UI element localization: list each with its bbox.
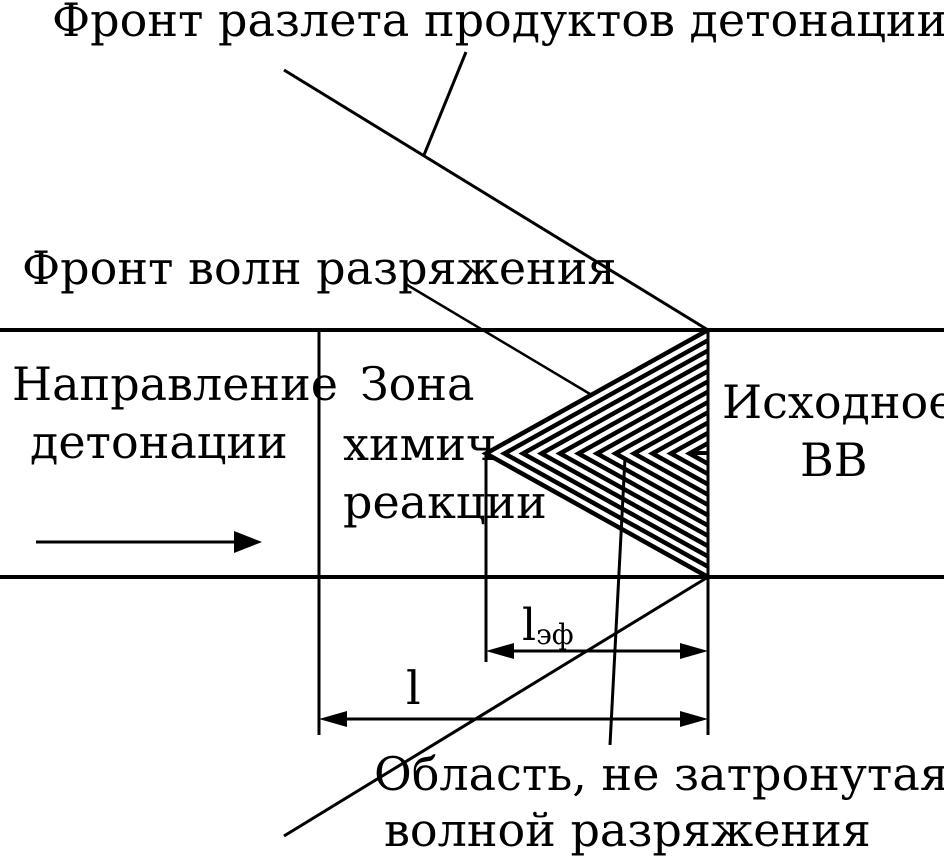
direction-label-line1: Направление bbox=[12, 357, 338, 411]
untouched-region-label-line2: волной разряжения bbox=[384, 803, 871, 857]
hatch-chevron bbox=[481, 328, 710, 579]
rarefaction-region-hatching bbox=[481, 328, 710, 579]
reaction-zone-label-line1: Зона bbox=[360, 357, 474, 411]
hatch-chevron bbox=[647, 420, 710, 487]
untouched-region-label-line1: Область, не затронутая bbox=[374, 747, 944, 801]
l-total-arrow-left bbox=[319, 711, 347, 727]
reaction-zone-label-line3: реакции bbox=[343, 475, 547, 529]
hatch-chevron bbox=[555, 369, 710, 538]
hatch-chevron bbox=[629, 410, 710, 497]
hatch-chevron bbox=[536, 358, 710, 549]
l-eff-label: lэф bbox=[522, 600, 574, 651]
direction-label-line2: детонации bbox=[30, 415, 288, 469]
untouched-region-leader bbox=[608, 457, 627, 746]
hatch-chevron bbox=[592, 389, 710, 518]
products-front-lower bbox=[283, 575, 709, 838]
rarefaction-front-leader bbox=[403, 281, 591, 396]
initial-explosive-label-line1: Исходное bbox=[722, 375, 944, 429]
hatch-chevron bbox=[499, 338, 710, 569]
products-front-leader bbox=[422, 51, 468, 156]
rarefaction-front-label: Фронт волн разряжения bbox=[22, 241, 616, 295]
hatch-chevron bbox=[666, 430, 710, 477]
l-eff-label-subscript: эф bbox=[536, 618, 574, 651]
products-front-upper bbox=[283, 68, 709, 332]
products-front-label: Фронт разлета продуктов детонации bbox=[52, 0, 944, 47]
l-eff-arrow-right bbox=[680, 643, 708, 659]
reaction-zone-label-line2: химич bbox=[343, 417, 496, 471]
l-total-dimension bbox=[319, 711, 708, 727]
initial-explosive-label-line2: ВВ bbox=[800, 433, 868, 487]
l-eff-label-main: l bbox=[522, 600, 536, 651]
l-eff-arrow-left bbox=[486, 643, 514, 659]
hatch-chevron bbox=[518, 348, 710, 559]
detonation-direction-arrow bbox=[36, 531, 262, 553]
l-total-arrow-right bbox=[680, 711, 708, 727]
hatch-chevron bbox=[573, 379, 710, 528]
hatch-chevron bbox=[610, 400, 710, 507]
l-total-label: l bbox=[406, 661, 421, 715]
l-eff-dimension bbox=[486, 643, 708, 659]
hatch-chevron bbox=[684, 441, 710, 466]
